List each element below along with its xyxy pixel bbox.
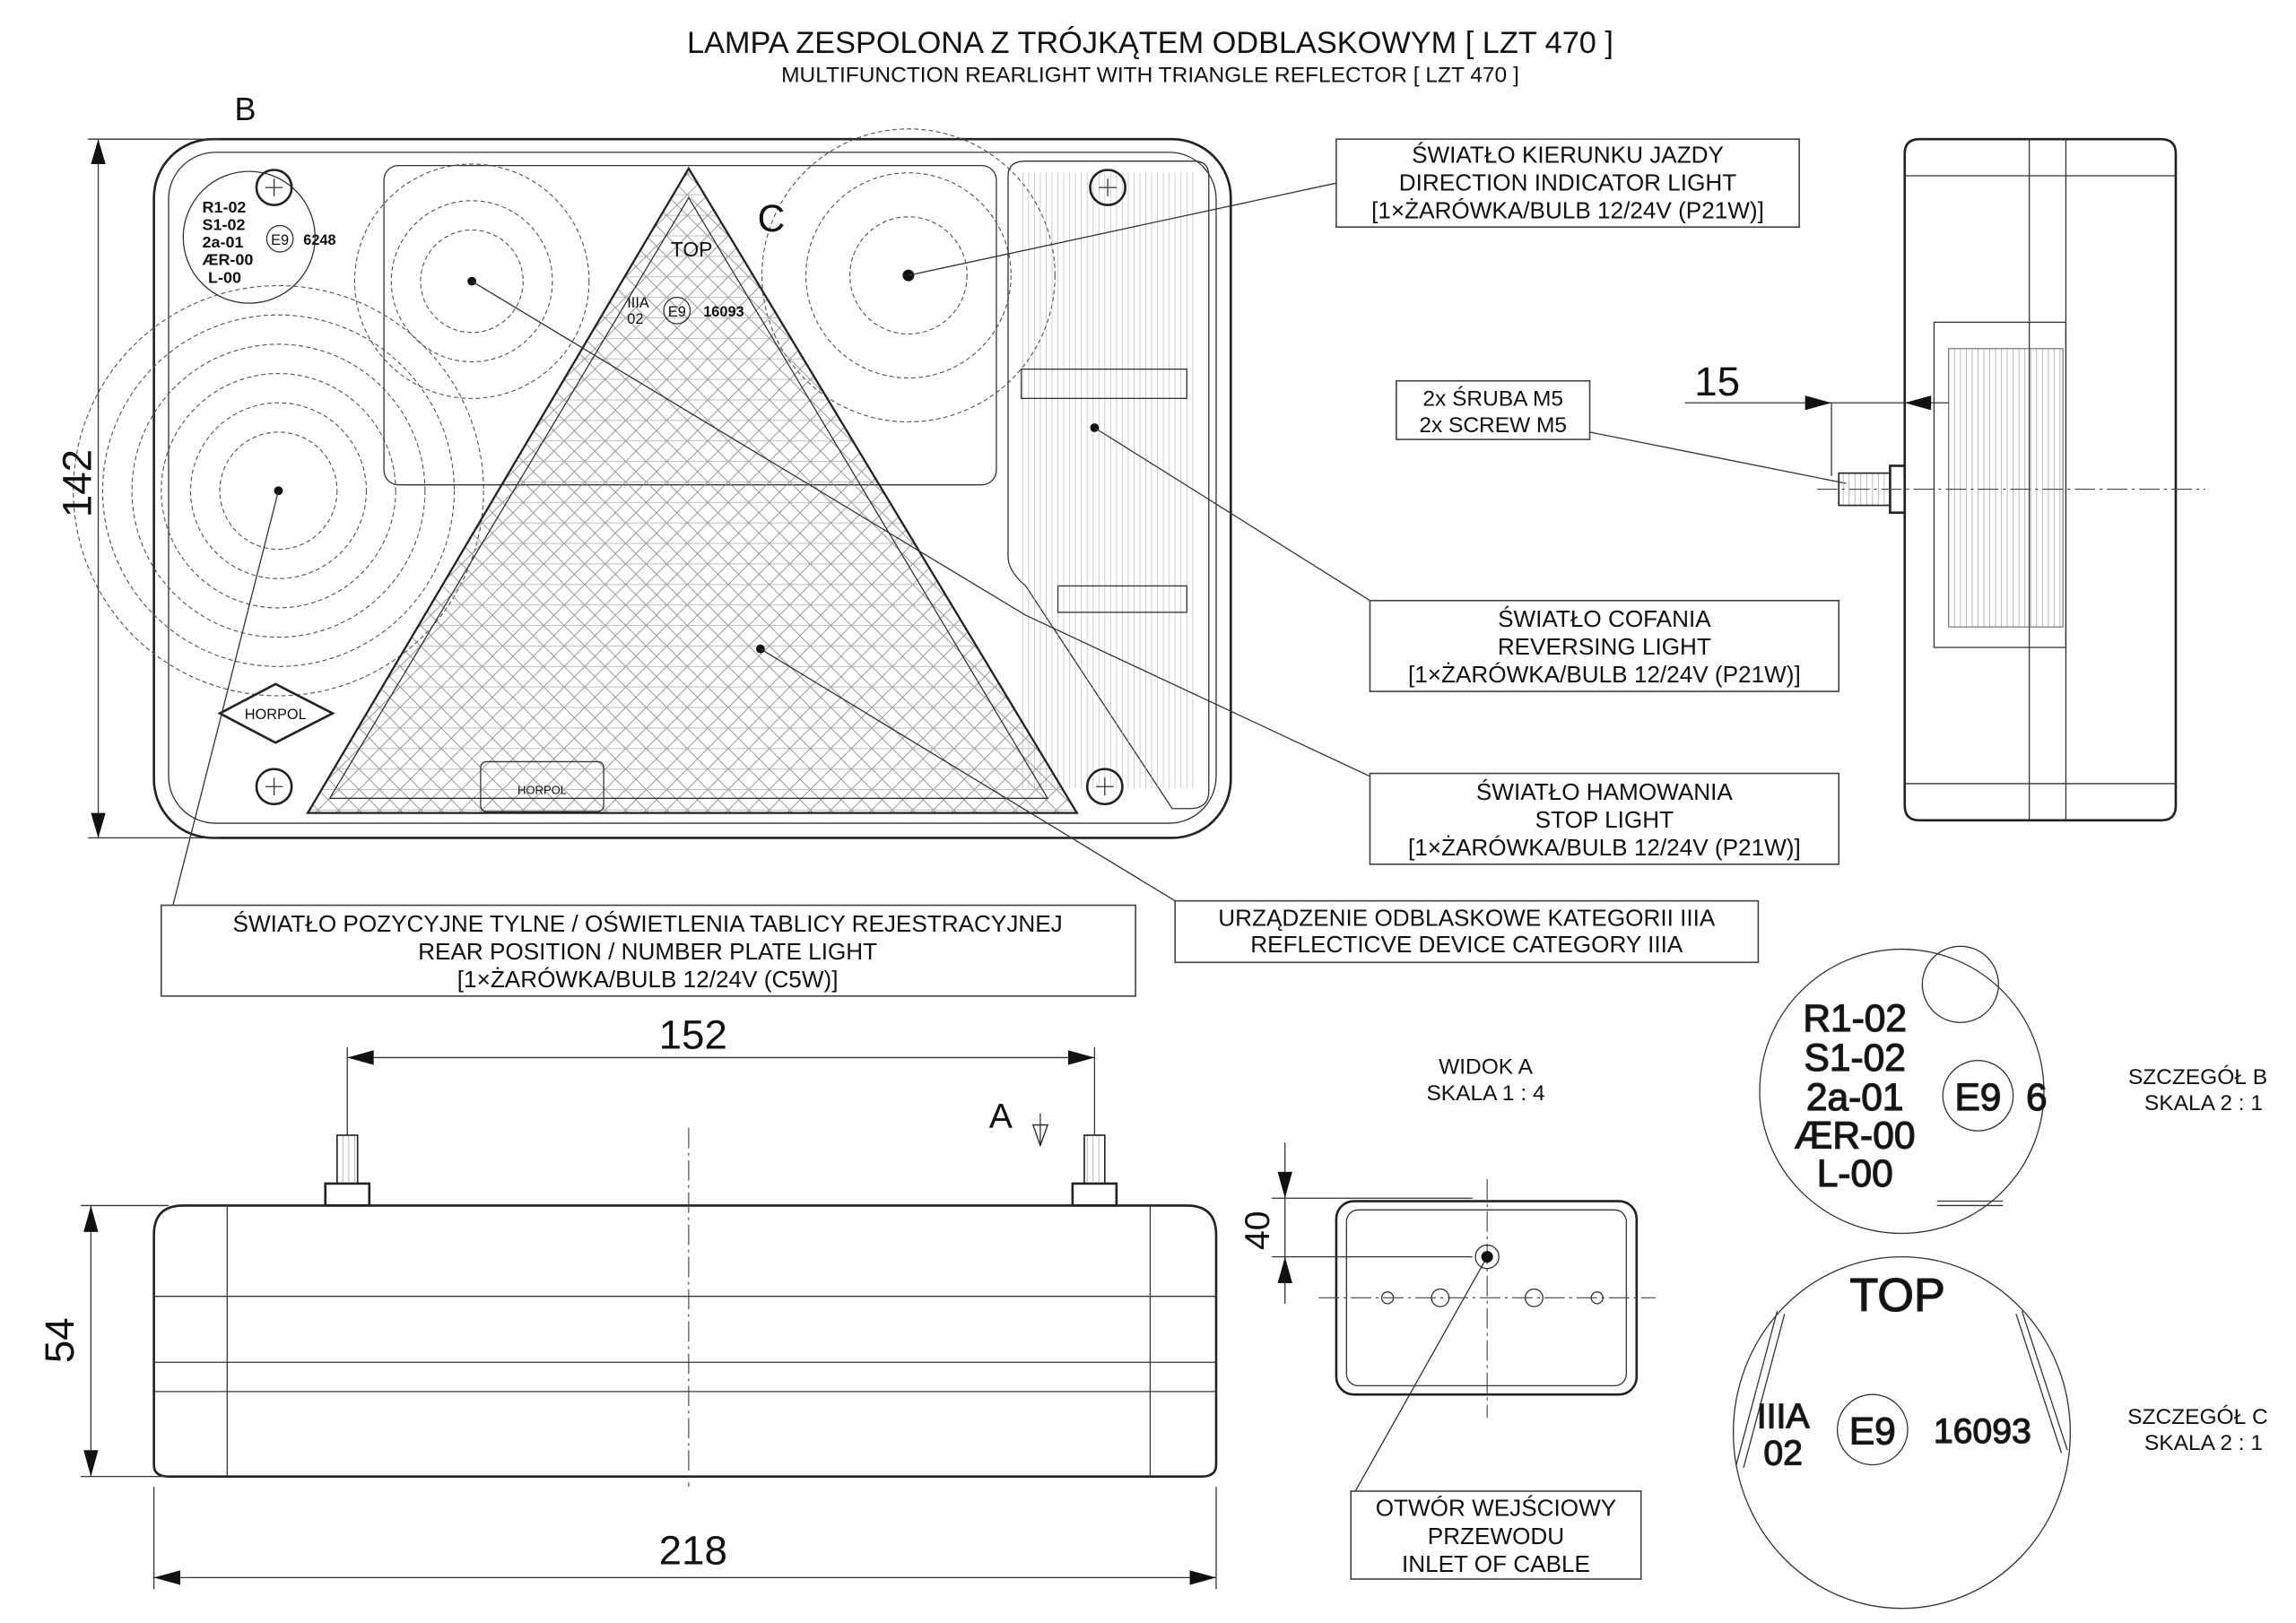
detail-b-marking-2: S1-02 (1805, 1037, 1906, 1079)
callout-inlet-pl-1: OTWÓR WEJŚCIOWY (1376, 1495, 1616, 1522)
callout-reflective-en: REFLECTICVE DEVICE CATEGORY IIIA (1250, 931, 1683, 958)
triangle-reflector: C TOP IIIA 02 E9 16093 HORPOL (306, 166, 1079, 814)
view-a: WIDOK A SKALA 1 : 4 40 (1239, 1055, 1657, 1419)
detail-b-marking-4: ÆR-00 (1795, 1115, 1916, 1157)
position-light-lens (73, 284, 484, 697)
detail-b-title: SZCZEGÓŁ B (2128, 1065, 2267, 1089)
detail-c-top: TOP (1849, 1270, 1945, 1322)
callout-reflective: URZĄDZENIE ODBLASKOWE KATEGORII IIIA REF… (1174, 899, 1760, 964)
bottom-view: 152 218 54 A (37, 1012, 1218, 1590)
callout-inlet-pl-2: PRZEWODU (1428, 1523, 1564, 1549)
detail-c-approval: 16093 (1934, 1412, 2031, 1451)
detail-b-scale: SKALA 2 : 1 (2144, 1091, 2263, 1115)
leader-lines (172, 182, 1847, 1492)
callout-reversing: ŚWIATŁO COFANIA REVERSING LIGHT [1×ŻARÓW… (1369, 599, 1840, 692)
detail-c-e-mark: E9 (1849, 1410, 1896, 1453)
detail-c-class-version: 02 (1763, 1435, 1803, 1473)
marking-5: L-00 (208, 268, 241, 286)
callout-stop-bulb: [1×ŻARÓWKA/BULB 12/24V (P21W)] (1408, 834, 1801, 861)
stud-spacing-dim: 152 (659, 1012, 727, 1058)
reflector-class-version: 02 (627, 311, 643, 327)
logo-left: HORPOL (245, 707, 307, 723)
detail-c-class: IIIA (1757, 1398, 1811, 1436)
callout-stop-en: STOP LIGHT (1535, 806, 1674, 833)
horpol-logo: HORPOL (217, 682, 335, 744)
side-view: 15 (1684, 137, 2205, 822)
callout-screw-pl: 2x ŚRUBA M5 (1422, 386, 1563, 412)
upper-lens-rings (353, 128, 1056, 423)
detail-c-scale: SKALA 2 : 1 (2144, 1431, 2263, 1455)
title-polish: LAMPA ZESPOLONA Z TRÓJKĄTEM ODBLASKOWYM … (687, 25, 1613, 60)
approval-b: 6248 (303, 232, 335, 248)
callout-reversing-pl: ŚWIATŁO COFANIA (1498, 605, 1711, 632)
title-english: MULTIFUNCTION REARLIGHT WITH TRIANGLE RE… (781, 63, 1519, 87)
depth-dim: 54 (37, 1317, 83, 1363)
callout-stop: ŚWIATŁO HAMOWANIA STOP LIGHT [1×ŻARÓWKA/… (1369, 772, 1840, 865)
e-mark-c: E9 (668, 304, 686, 320)
marking-3: 2a-01 (203, 233, 244, 251)
height-dimension: 142 (54, 138, 221, 839)
callout-position-pl: ŚWIATŁO POZYCYJNE TYLNE / OŚWIETLENIA TA… (233, 910, 1063, 937)
callout-reversing-bulb: [1×ŻARÓWKA/BULB 12/24V (P21W)] (1408, 661, 1801, 688)
e-mark-b: E9 (271, 232, 289, 248)
homologation-markings: R1-02 S1-02 2a-01 ÆR-00 L-00 E9 6248 (182, 170, 336, 304)
detail-c-marker: C (758, 197, 786, 239)
approval-c: 16093 (703, 304, 744, 320)
top-label: TOP (671, 238, 713, 261)
callout-position: ŚWIATŁO POZYCYJNE TYLNE / OŚWIETLENIA TA… (160, 904, 1136, 997)
callout-direction-bulb: [1×ŻARÓWKA/BULB 12/24V (P21W)] (1371, 196, 1764, 223)
callout-screw: 2x ŚRUBA M5 2x SCREW M5 (1396, 379, 1591, 440)
view-a-marker: A (989, 1098, 1013, 1136)
detail-b-marker: B (234, 91, 256, 127)
detail-b-marking-5: L-00 (1817, 1152, 1893, 1194)
marking-2: S1-02 (203, 215, 246, 233)
marking-1: R1-02 (203, 198, 247, 216)
callout-direction-pl: ŚWIATŁO KIERUNKU JAZDY (1412, 141, 1724, 168)
callout-direction-indicator: ŚWIATŁO KIERUNKU JAZDY DIRECTION INDICAT… (1335, 138, 1800, 229)
callout-inlet: OTWÓR WEJŚCIOWY PRZEWODU INLET OF CABLE (1350, 1490, 1642, 1580)
detail-b-marking-3: 2a-01 (1806, 1076, 1904, 1118)
callout-reflective-pl: URZĄDZENIE ODBLASKOWE KATEGORII IIIA (1218, 904, 1716, 931)
view-a-title: WIDOK A (1439, 1055, 1533, 1079)
detail-b-e-mark: E9 (1954, 1076, 2001, 1118)
offset-dim: 40 (1239, 1211, 1277, 1250)
detail-c-title: SZCZEGÓŁ C (2127, 1405, 2268, 1429)
detail-b-partial-number: 6 (2026, 1076, 2048, 1118)
detail-b-marking-1: R1-02 (1803, 997, 1907, 1039)
height-dim-value: 142 (54, 449, 100, 517)
callout-direction-en: DIRECTION INDICATOR LIGHT (1399, 169, 1736, 195)
front-view: B C TOP IIIA 02 (54, 91, 1232, 839)
width-dim: 218 (659, 1528, 727, 1574)
screw-heads (255, 169, 1126, 806)
stud-length-dim: 15 (1694, 359, 1740, 404)
detail-c: TOP IIIA 02 E9 16093 SZCZEGÓŁ C SKALA 2 … (1732, 1255, 2268, 1610)
callout-inlet-en: INLET OF CABLE (1402, 1550, 1590, 1577)
callout-stop-pl: ŚWIATŁO HAMOWANIA (1476, 778, 1734, 805)
right-lens-column (1007, 161, 1210, 810)
detail-b: R1-02 S1-02 2a-01 ÆR-00 L-00 E9 6 SZCZEG… (1759, 945, 2267, 1235)
view-a-scale: SKALA 1 : 4 (1426, 1081, 1544, 1106)
callout-reversing-en: REVERSING LIGHT (1498, 633, 1711, 660)
logo-bottom: HORPOL (517, 783, 567, 796)
callout-screw-en: 2x SCREW M5 (1419, 413, 1567, 438)
callout-position-bulb: [1×ŻARÓWKA/BULB 12/24V (C5W)] (457, 966, 839, 993)
reflector-class: IIIA (627, 295, 649, 311)
callout-position-en: REAR POSITION / NUMBER PLATE LIGHT (418, 938, 877, 965)
marking-4: ÆR-00 (203, 251, 254, 269)
